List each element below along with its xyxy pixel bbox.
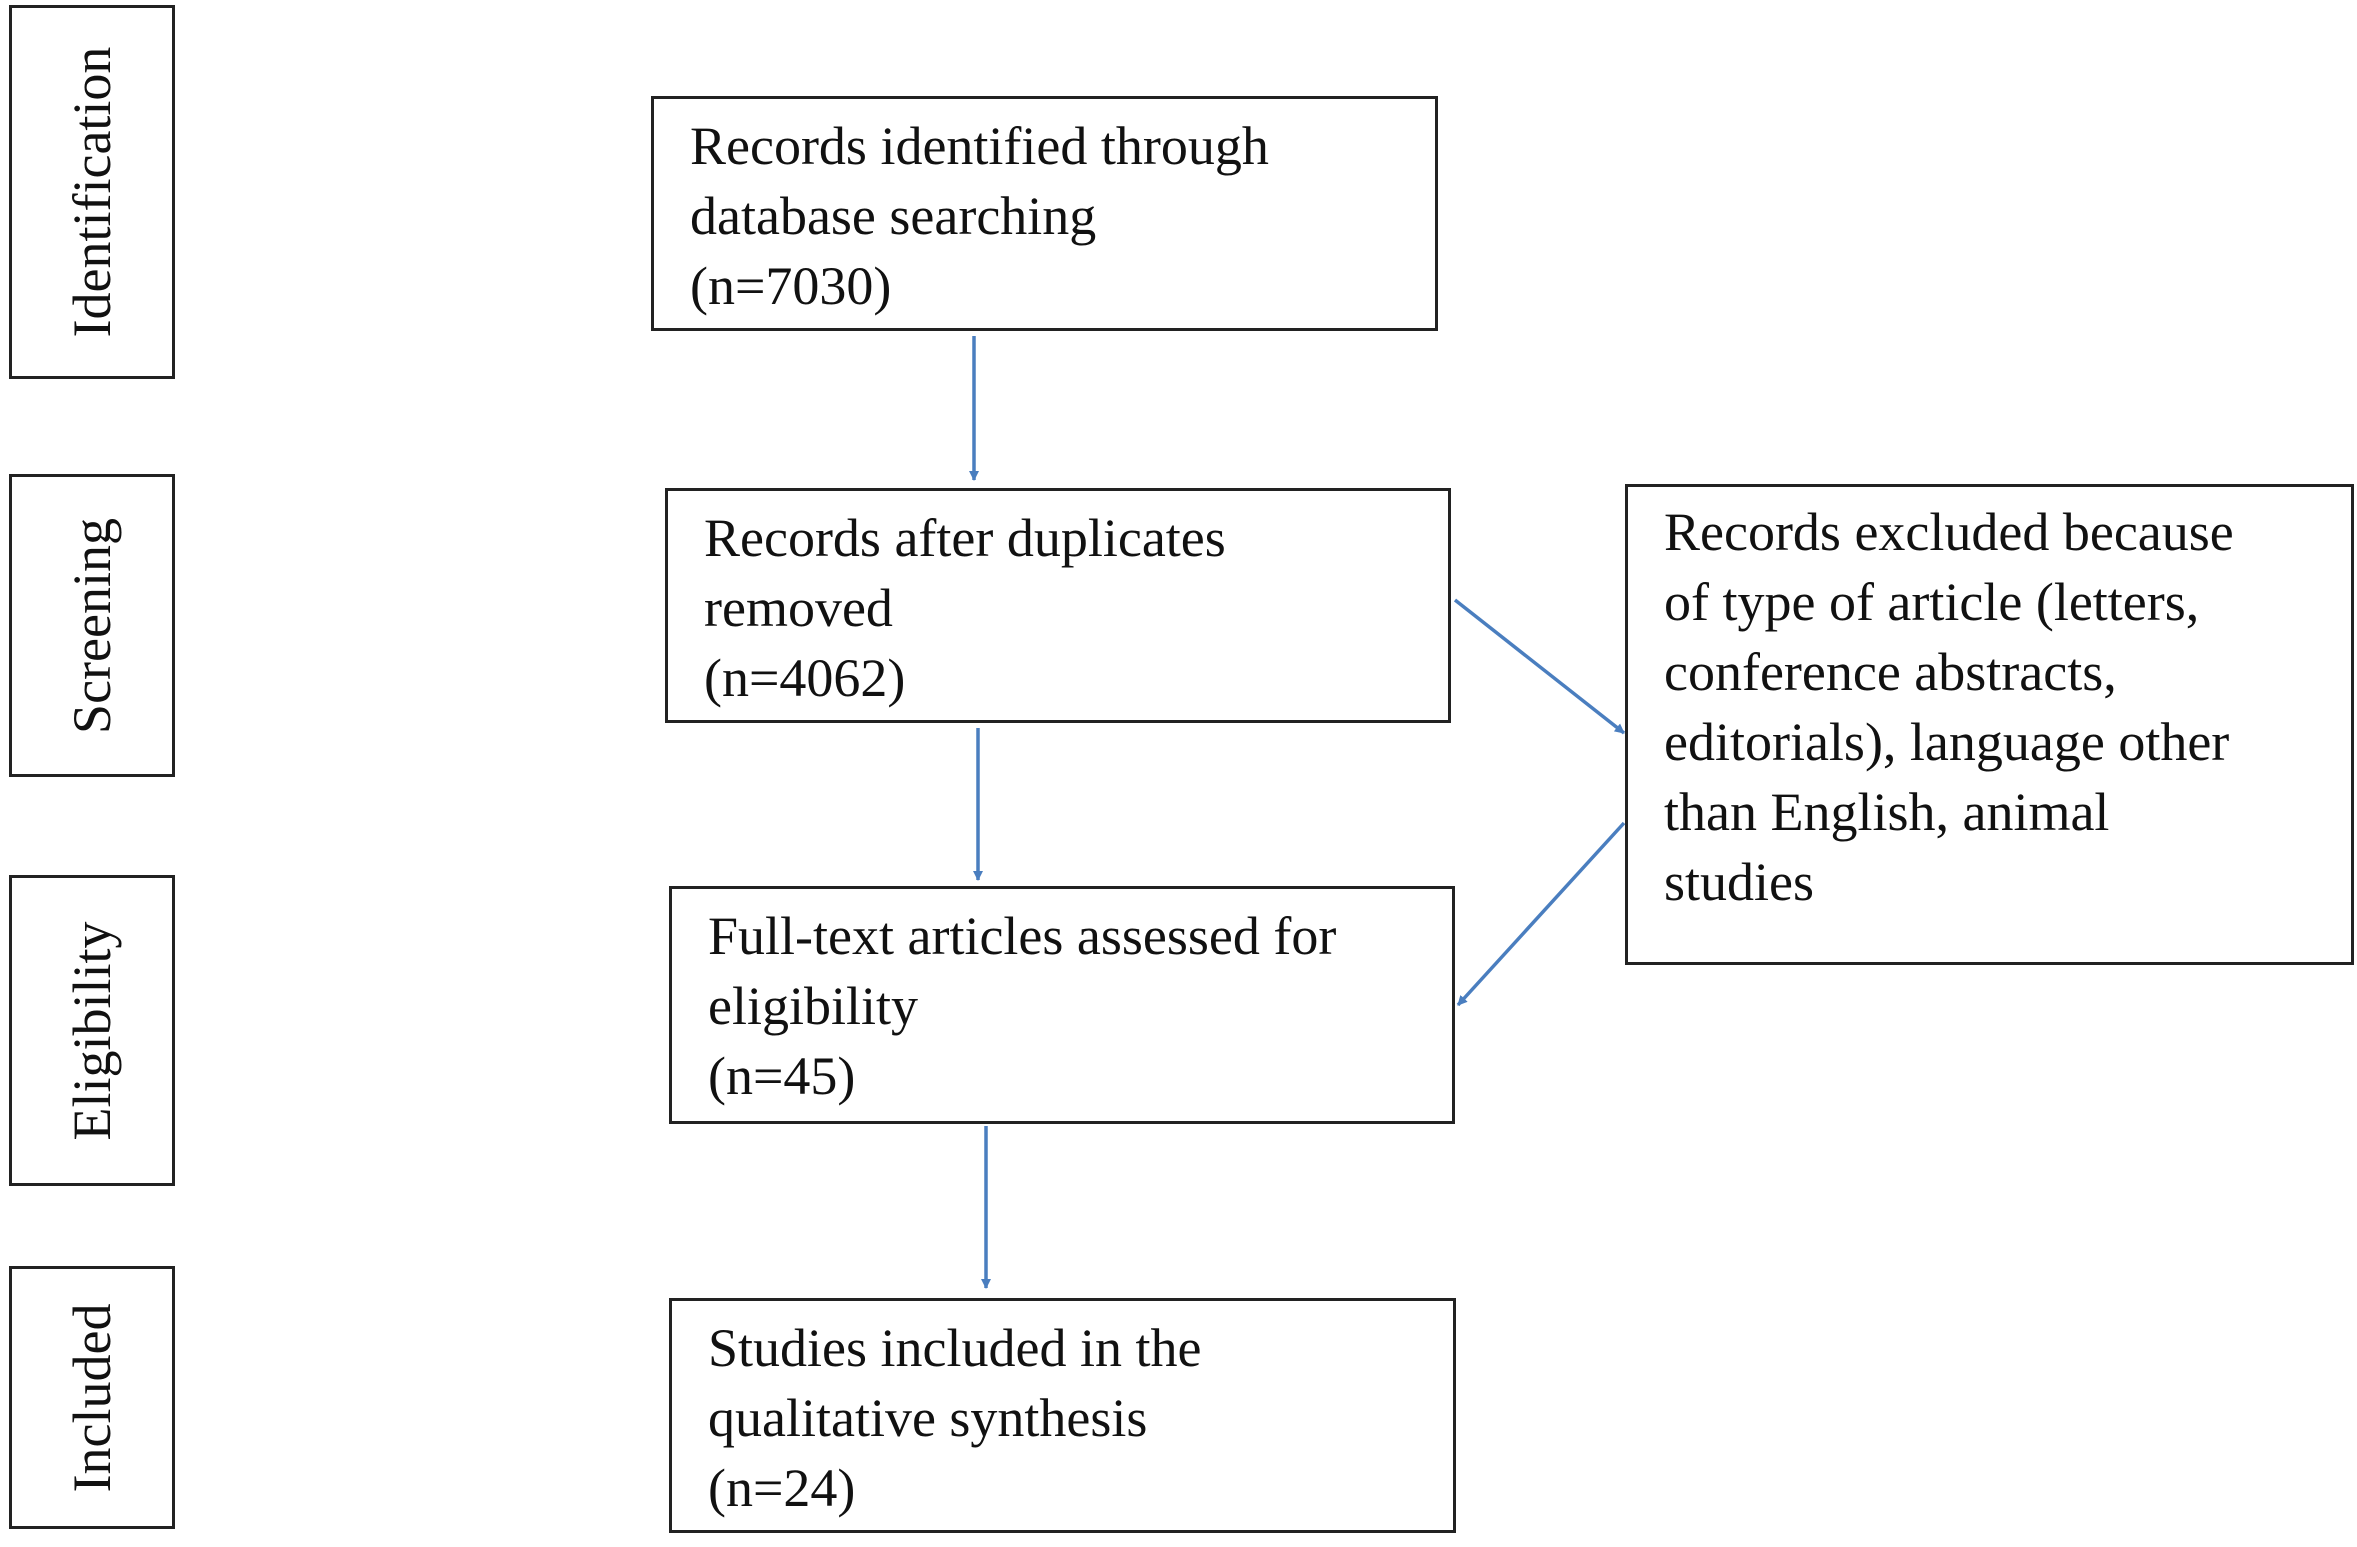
- text-line: database searching: [690, 186, 1097, 246]
- box-records-excluded: Records excluded because of type of arti…: [1625, 484, 2354, 965]
- stage-identification: Identification: [9, 5, 175, 379]
- text-line: removed: [704, 578, 893, 638]
- text-line: qualitative synthesis: [708, 1388, 1148, 1448]
- box-fulltext-assessed: Full-text articles assessed for eligibil…: [669, 886, 1455, 1124]
- stage-screening: Screening: [9, 474, 175, 777]
- box-records-deduplicated-text: Records after duplicates removed (n=4062…: [704, 503, 1226, 713]
- arrow-excluded-to-fulltext: [1456, 821, 1626, 1007]
- stage-included: Included: [9, 1266, 175, 1529]
- box-fulltext-assessed-text: Full-text articles assessed for eligibil…: [708, 901, 1336, 1111]
- text-line: (n=4062): [704, 648, 906, 708]
- box-records-identified-text: Records identified through database sear…: [690, 111, 1269, 321]
- text-line: (n=24): [708, 1458, 856, 1518]
- text-line: studies: [1664, 852, 1815, 912]
- text-line: Records excluded because: [1664, 502, 2234, 562]
- text-line: than English, animal: [1664, 782, 2110, 842]
- text-line: conference abstracts,: [1664, 642, 2117, 702]
- text-line: of type of article (letters,: [1664, 572, 2200, 632]
- box-records-excluded-text: Records excluded because of type of arti…: [1664, 497, 2234, 917]
- text-line: editorials), language other: [1664, 712, 2230, 772]
- text-line: Studies included in the: [708, 1318, 1202, 1378]
- text-line: Full-text articles assessed for: [708, 906, 1337, 966]
- text-line: Records identified through: [690, 116, 1269, 176]
- box-studies-included: Studies included in the qualitative synt…: [669, 1298, 1456, 1533]
- text-line: eligibility: [708, 976, 918, 1036]
- box-studies-included-text: Studies included in the qualitative synt…: [708, 1313, 1201, 1523]
- text-line: (n=45): [708, 1046, 856, 1106]
- arrow-deduplicated-to-excluded: [1453, 598, 1626, 735]
- box-records-identified: Records identified through database sear…: [651, 96, 1438, 331]
- text-line: Records after duplicates: [704, 508, 1226, 568]
- stage-eligibility: Eligibility: [9, 875, 175, 1186]
- box-records-deduplicated: Records after duplicates removed (n=4062…: [665, 488, 1451, 723]
- text-line: (n=7030): [690, 256, 892, 316]
